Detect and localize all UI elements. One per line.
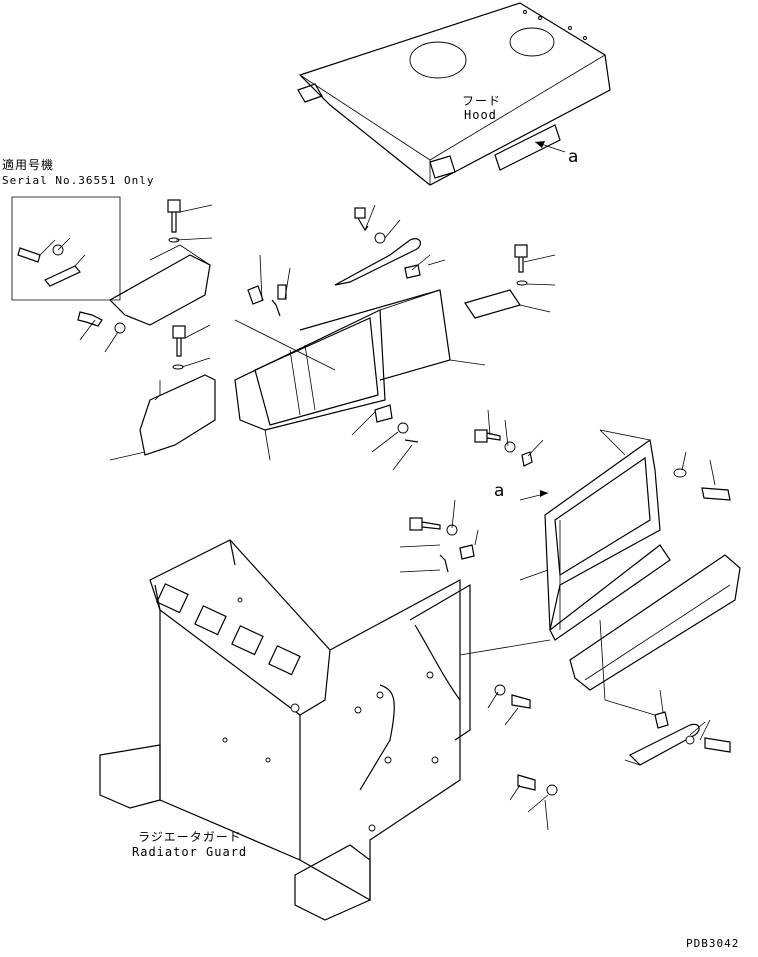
hood-panel [297,2,611,186]
center-hardware [247,207,528,443]
arrow-a-label-mid: a [494,481,506,501]
guard-label-en: Radiator Guard [132,845,248,859]
guard-label-jp: ラジエータガード [138,830,242,844]
left-bracket-upper [109,244,211,326]
hood-vent-hole [509,27,555,57]
hood-vent-hole [409,41,467,79]
serial-label-en: Serial No.36551 Only [2,174,155,187]
radiator-holes [222,597,439,832]
hood-label-en: Hood [464,108,497,122]
bottom-hardware [494,684,731,796]
drawing-code: PDB3042 [686,937,740,950]
left-bracket-lower [139,374,216,456]
serial-detail-box [11,196,121,301]
bolt-group-left [77,199,186,370]
arrow-a-label-top: a [568,147,580,167]
serial-label-jp: 適用号機 [2,158,55,172]
right-guard [544,429,741,691]
right-hardware [409,429,731,573]
handle-rod [334,238,422,286]
hood-label-jp: フード [462,94,502,108]
radiator-guard [99,539,471,921]
